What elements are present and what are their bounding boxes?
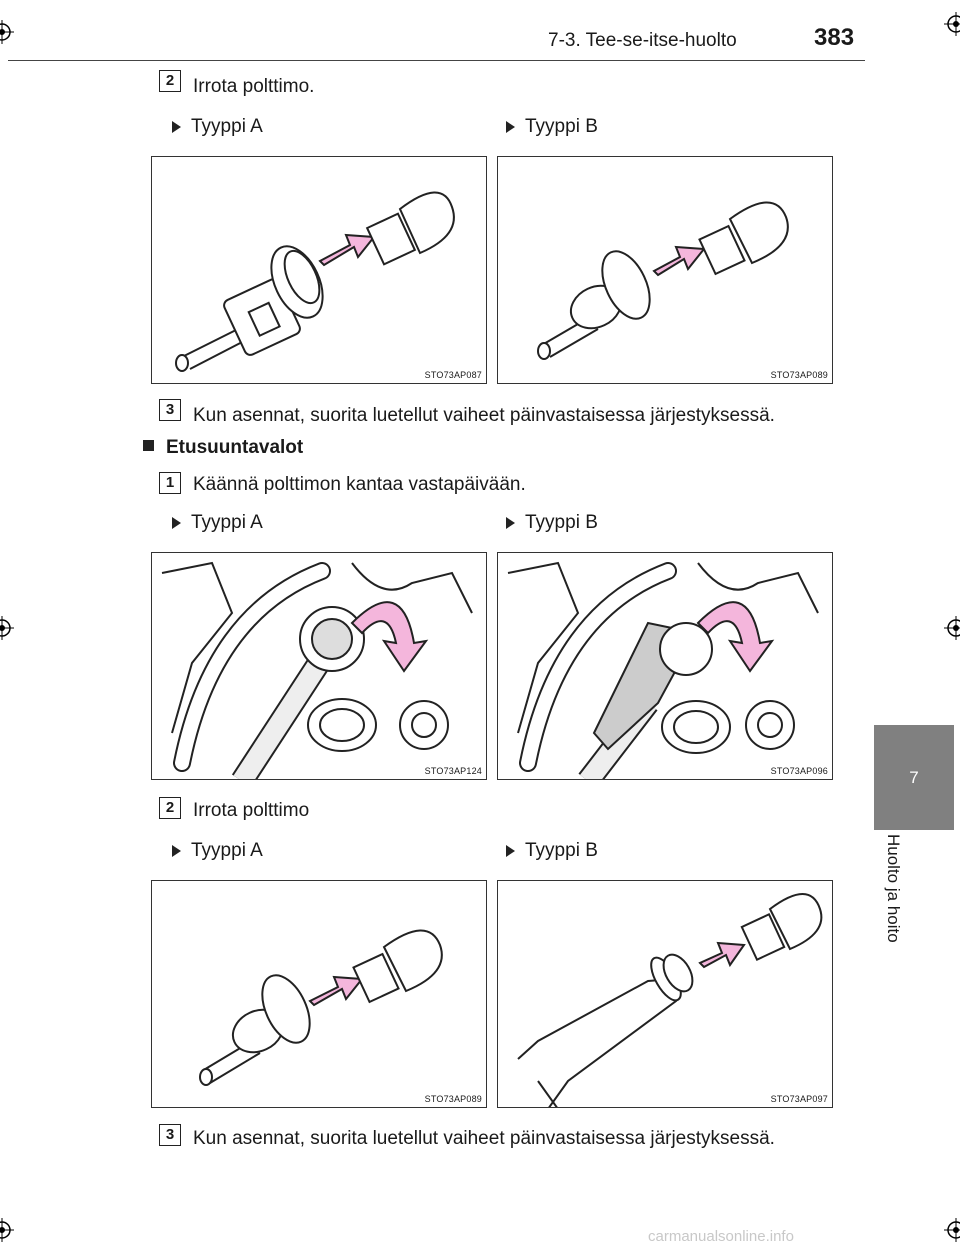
- section-title: 7-3. Tee-se-itse-huolto: [548, 30, 737, 51]
- figure-code: STO73AP124: [424, 766, 482, 776]
- type-a-label: Tyyppi A: [172, 512, 263, 534]
- step-number: 3: [159, 399, 181, 421]
- triangle-bullet-icon: [172, 844, 181, 857]
- page-number: 383: [814, 24, 855, 51]
- chapter-number: 7: [909, 768, 919, 787]
- registration-mark-icon: [944, 1218, 960, 1242]
- subheading: Etusuuntavalot: [143, 437, 303, 459]
- step-number: 1: [159, 472, 181, 494]
- figure-bulb-removal-type-b: STO73AP089: [497, 156, 833, 384]
- type-b-label: Tyyppi B: [506, 116, 598, 138]
- type-a-label: Tyyppi A: [172, 840, 263, 862]
- type-b-label: Tyyppi B: [506, 512, 598, 534]
- bulb-socket-illustration: [537, 201, 789, 360]
- figure-code: STO73AP087: [424, 370, 482, 380]
- registration-mark-icon: [0, 20, 14, 44]
- bulb-socket-illustration: [175, 191, 455, 372]
- registration-mark-icon: [944, 616, 960, 640]
- triangle-bullet-icon: [506, 120, 515, 133]
- figure-code: STO73AP089: [424, 1094, 482, 1104]
- step-text: Kun asennat, suorita luetellut vaiheet p…: [193, 1128, 775, 1149]
- chapter-title: Huolto ja hoito: [884, 834, 903, 943]
- chapter-tab: 7: [874, 725, 954, 830]
- figure-bulb-removal-type-a: STO73AP089: [151, 880, 487, 1108]
- socket-rotation-illustration: [161, 561, 473, 779]
- figure-turn-socket-type-b: STO73AP096: [497, 552, 833, 780]
- step-number: 2: [159, 797, 181, 819]
- step-number: 3: [159, 1124, 181, 1146]
- step-text: Irrota polttimo: [193, 800, 310, 821]
- figure-bulb-removal-type-b: STO73AP097: [497, 880, 833, 1108]
- header-divider: [8, 60, 865, 61]
- figure-bulb-removal-type-a: STO73AP087: [151, 156, 487, 384]
- triangle-bullet-icon: [506, 844, 515, 857]
- bulb-socket-illustration: [199, 929, 443, 1086]
- watermark: carmanualsonline.info: [648, 1228, 794, 1245]
- figure-turn-socket-type-a: STO73AP124: [151, 552, 487, 780]
- socket-rotation-illustration: [507, 561, 819, 779]
- step-text: Käännä polttimon kantaa vastapäivään.: [193, 474, 526, 495]
- registration-mark-icon: [944, 12, 960, 36]
- triangle-bullet-icon: [506, 516, 515, 529]
- step-text: Irrota polttimo.: [193, 76, 315, 97]
- step-number: 2: [159, 70, 181, 92]
- bulb-socket-illustration: [517, 893, 823, 1107]
- type-a-label: Tyyppi A: [172, 116, 263, 138]
- figure-code: STO73AP097: [770, 1094, 828, 1104]
- triangle-bullet-icon: [172, 516, 181, 529]
- figure-code: STO73AP089: [770, 370, 828, 380]
- square-bullet-icon: [143, 440, 154, 452]
- registration-mark-icon: [0, 1218, 14, 1242]
- figure-code: STO73AP096: [770, 766, 828, 776]
- chapter-title-vertical: Huolto ja hoito: [867, 834, 912, 943]
- step-text: Kun asennat, suorita luetellut vaiheet p…: [193, 405, 775, 426]
- registration-mark-icon: [0, 616, 14, 640]
- triangle-bullet-icon: [172, 120, 181, 133]
- type-b-label: Tyyppi B: [506, 840, 598, 862]
